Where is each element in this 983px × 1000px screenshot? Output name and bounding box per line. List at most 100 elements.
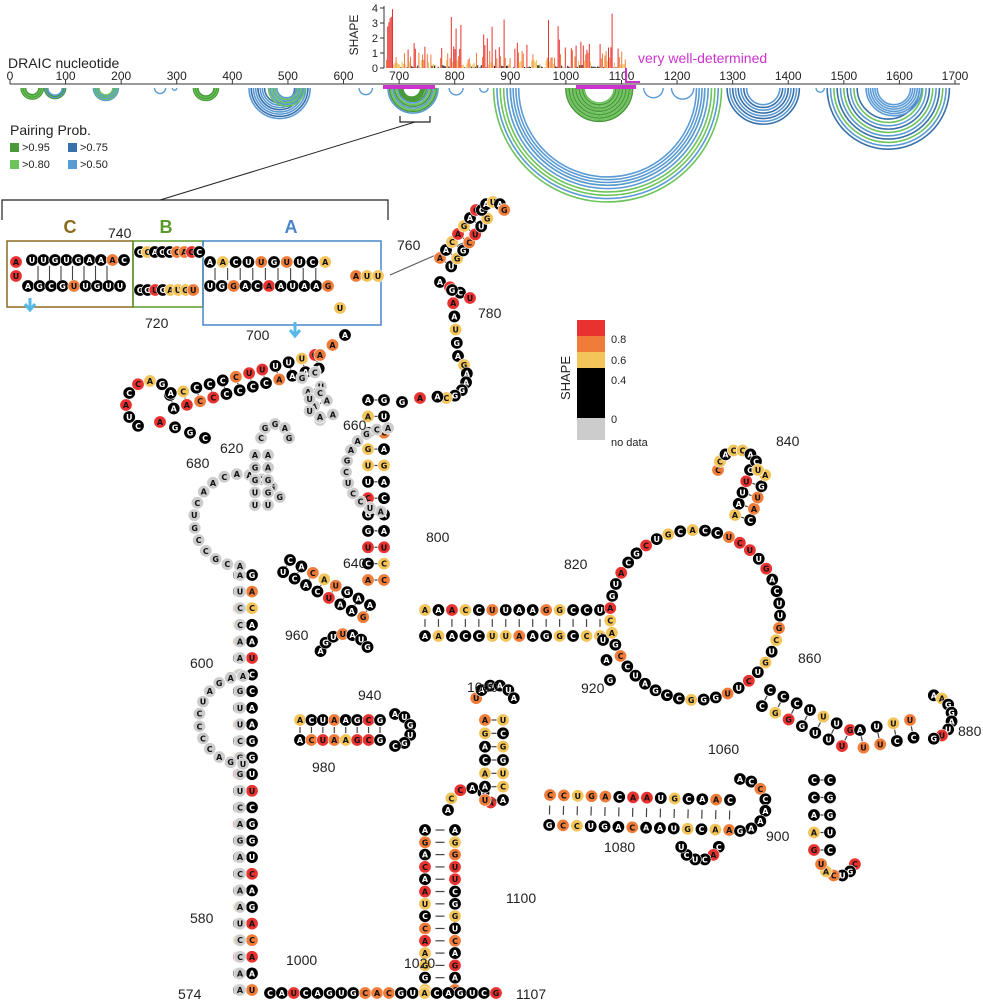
nucleotide: G — [453, 986, 467, 1000]
svg-text:U: U — [890, 719, 897, 728]
nucleotide: G — [608, 638, 622, 652]
nucleotide: A — [236, 669, 250, 683]
legend-swatch-050 — [68, 160, 77, 169]
track-tick-label: 1100 — [609, 69, 635, 83]
nucleotide: A — [640, 791, 654, 805]
histogram-bar — [560, 54, 561, 68]
histogram-bar — [605, 51, 607, 68]
svg-text:G: G — [588, 792, 595, 801]
histogram-bar — [570, 48, 572, 68]
svg-text:G: G — [543, 632, 550, 641]
pairing-arc — [867, 87, 921, 115]
nucleotide: G — [603, 673, 617, 687]
svg-text:A: A — [449, 606, 456, 615]
nucleotide: G — [215, 279, 229, 293]
svg-text:C: C — [584, 606, 590, 615]
histogram-bar — [414, 48, 416, 68]
pairing-arc — [276, 87, 298, 99]
svg-text:U: U — [296, 258, 303, 267]
histogram-bar — [556, 66, 558, 68]
histogram-bar — [446, 60, 447, 68]
histogram-bar — [462, 64, 464, 68]
svg-text:C: C — [263, 379, 269, 388]
svg-text:U: U — [365, 478, 372, 487]
svg-text:A: A — [615, 823, 622, 832]
nucleotide: C — [612, 790, 626, 804]
nucleotide: U — [245, 651, 259, 665]
svg-text:G: G — [354, 736, 361, 745]
nucleotide: A — [318, 255, 332, 269]
nucleotide: C — [192, 719, 206, 733]
nucleotide: U — [316, 713, 330, 727]
nucleotide: A — [753, 814, 767, 828]
svg-text:A: A — [25, 282, 32, 291]
shape-legend: SHAPE 0.8 0.6 0.4 0 no data — [558, 320, 649, 449]
nucleotide: G — [807, 843, 821, 857]
pairing-arc — [496, 87, 719, 200]
svg-text:C: C — [715, 466, 721, 475]
histogram-bar — [484, 45, 486, 68]
svg-text:A: A — [313, 282, 320, 291]
nucleotide: G — [377, 458, 391, 472]
nucleotide: C — [733, 536, 747, 550]
nucleotide: U — [485, 629, 499, 643]
svg-text:G: G — [461, 361, 468, 370]
svg-text:A: A — [330, 410, 337, 419]
nucleotide: G — [233, 834, 247, 848]
nucleotide: G — [539, 629, 553, 643]
nucleotide: A — [339, 733, 353, 747]
nucleotide: C — [698, 852, 712, 866]
nucleotide: C — [131, 377, 145, 391]
nucleotide: G — [32, 279, 46, 293]
pairing-arc — [737, 87, 790, 114]
nucleotide: C — [362, 733, 376, 747]
histogram-bar — [455, 28, 457, 69]
nucleotide: U — [255, 363, 269, 377]
shape-swatch-nodata — [577, 418, 605, 440]
svg-text:A: A — [381, 478, 388, 487]
pos-740: 740 — [108, 225, 132, 241]
nucleotide: C — [306, 566, 320, 580]
nucleotide: C — [233, 950, 247, 964]
svg-text:C: C — [574, 822, 580, 831]
histogram-bars — [386, 9, 626, 69]
nucleotide: G — [448, 958, 462, 972]
nucleotide: A — [345, 604, 359, 618]
svg-text:A: A — [437, 254, 444, 263]
pairing-arc — [871, 87, 916, 110]
svg-text:U: U — [152, 286, 159, 295]
pairing-arc — [194, 87, 218, 99]
nucleotide: G — [245, 734, 259, 748]
nucleotide: C — [377, 491, 391, 505]
svg-text:A: A — [249, 588, 256, 597]
nucleotide: G — [795, 719, 809, 733]
nucleotide: C — [556, 818, 570, 832]
histogram-bar — [594, 66, 596, 68]
nucleotide: C — [233, 800, 247, 814]
nucleotide: U — [242, 366, 256, 380]
histogram-ytick-label: 2 — [372, 33, 378, 45]
nucleotide: G — [539, 603, 553, 617]
svg-text:U: U — [237, 920, 244, 929]
svg-text:A: A — [147, 377, 154, 386]
track-tick-label: 1300 — [719, 69, 746, 83]
svg-text:A: A — [479, 686, 486, 695]
svg-text:A: A — [722, 450, 729, 459]
nucleotide: G — [267, 255, 281, 269]
nucleotide: A — [167, 401, 181, 415]
nucleotide: A — [418, 603, 432, 617]
pos-940: 940 — [358, 687, 382, 703]
nucleotide: C — [580, 629, 594, 643]
svg-text:U: U — [339, 630, 346, 639]
pos-1060: 1060 — [708, 741, 739, 757]
nucleotide: A — [478, 780, 492, 794]
nucleotide: G — [48, 253, 62, 267]
svg-text:C: C — [747, 466, 753, 475]
nucleotide: U — [448, 872, 462, 886]
nucleotide: C — [233, 383, 247, 397]
svg-text:A: A — [278, 282, 285, 291]
histogram-bar — [585, 54, 587, 68]
pairing-arc — [43, 87, 67, 100]
svg-text:U: U — [827, 829, 834, 838]
pairing-legend: Pairing Prob. >0.95 >0.75 >0.80 >0.50 — [10, 122, 108, 171]
